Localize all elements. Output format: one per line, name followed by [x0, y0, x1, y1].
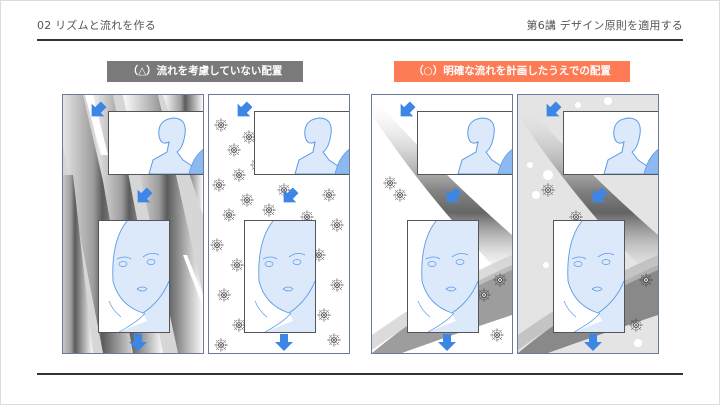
bad-example-label: （△）流れを考慮していない配置 [107, 61, 303, 82]
good-panel-diagonal-band-textured [517, 94, 659, 354]
header-divider [37, 39, 683, 41]
flow-arrow-icon [87, 99, 109, 121]
character-face-illustration [254, 221, 315, 332]
good-panel-diagonal-band [371, 94, 513, 354]
flow-arrow-icon [275, 334, 293, 351]
flow-arrow-icon [584, 334, 602, 351]
face-frame [244, 220, 316, 333]
character-face-illustration [563, 221, 624, 332]
flow-arrow-icon [133, 185, 155, 207]
flow-arrow-icon [129, 334, 147, 351]
face-frame [98, 220, 170, 333]
bust-frame [108, 111, 203, 175]
flow-arrow-icon [438, 334, 456, 351]
bad-panel-speed-lines [62, 94, 204, 354]
flow-arrow-icon [542, 99, 564, 121]
character-face-illustration [108, 221, 169, 332]
face-frame [407, 220, 479, 333]
flow-arrow-icon [233, 99, 255, 121]
flow-arrow-icon [396, 99, 418, 121]
character-bust-illustration [603, 117, 658, 174]
character-face-illustration [417, 221, 478, 332]
bad-panel-scattered-sparkles [208, 94, 350, 354]
lecture-title: 第6講 デザイン原則を適用する [526, 19, 683, 32]
character-bust-illustration [294, 117, 349, 174]
footer-divider [37, 373, 683, 375]
flow-arrow-icon [442, 185, 464, 207]
character-bust-illustration [457, 117, 512, 174]
bust-frame [254, 111, 349, 175]
character-bust-illustration [148, 117, 203, 174]
flow-arrow-icon [279, 185, 301, 207]
good-example-label: （○）明確な流れを計画したうえでの配置 [394, 61, 630, 82]
bust-frame [417, 111, 512, 175]
section-title: 02 リズムと流れを作る [37, 19, 156, 32]
face-frame [553, 220, 625, 333]
flow-arrow-icon [588, 185, 610, 207]
bust-frame [563, 111, 658, 175]
